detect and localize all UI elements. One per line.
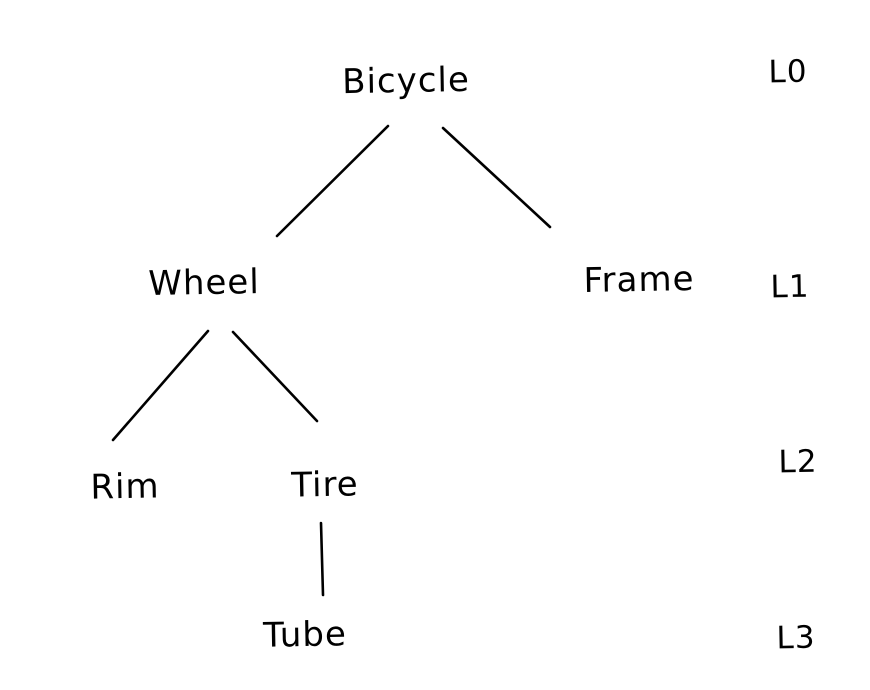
node-wheel: Wheel bbox=[147, 262, 261, 304]
level-label-l2: L2 bbox=[778, 443, 818, 481]
node-rim: Rim bbox=[90, 466, 160, 508]
node-tire: Tire bbox=[290, 464, 360, 506]
level-label-l1: L1 bbox=[770, 268, 810, 306]
edge-wheel-tire bbox=[231, 330, 319, 423]
level-label-l3: L3 bbox=[776, 619, 816, 657]
level-label-l0: L0 bbox=[768, 53, 808, 91]
edge-bicycle-wheel bbox=[275, 124, 390, 238]
edge-bicycle-frame bbox=[441, 126, 552, 229]
node-bicycle: Bicycle bbox=[341, 59, 471, 103]
node-frame: Frame bbox=[583, 259, 695, 301]
edge-wheel-rim bbox=[111, 329, 210, 442]
node-tube: Tube bbox=[262, 614, 348, 656]
edge-tire-tube bbox=[319, 521, 325, 597]
